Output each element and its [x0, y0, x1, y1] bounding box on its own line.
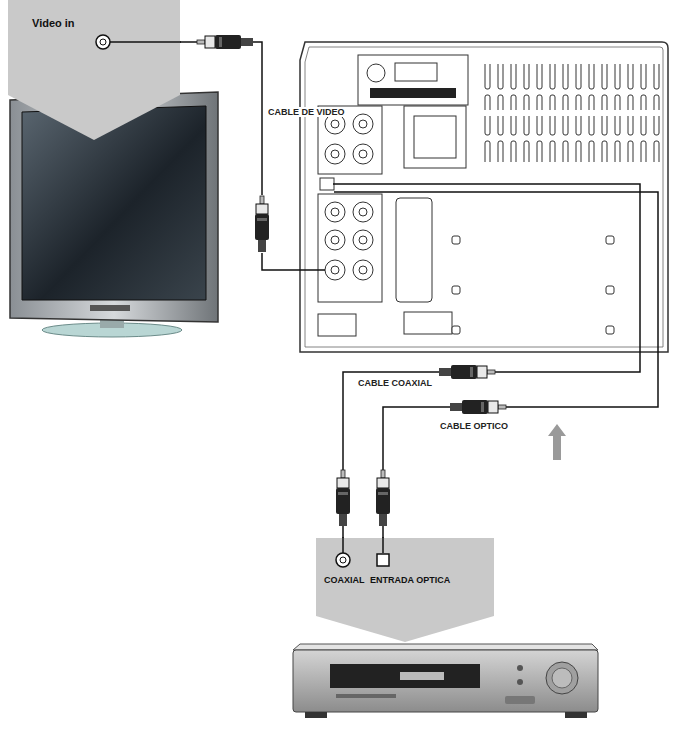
power-box	[358, 55, 468, 105]
optical-plug	[376, 470, 390, 526]
port-label: Video in	[32, 17, 75, 29]
switch-box	[404, 312, 452, 334]
cable-label: CABLE COAXIAL	[356, 378, 434, 388]
callout-box: COAXIAL ENTRADA OPTICA	[316, 538, 494, 642]
receiver-display	[330, 664, 480, 688]
coaxial-cable	[333, 184, 640, 538]
callout-outline	[316, 538, 494, 642]
rca-jacks	[325, 202, 373, 280]
receiver-foot	[565, 712, 587, 718]
receiver-top	[293, 644, 598, 650]
video-cable	[180, 42, 325, 270]
button	[505, 696, 535, 704]
coaxial-plug	[336, 470, 350, 526]
screw-holes	[452, 236, 614, 334]
switch	[395, 63, 437, 81]
callout-shape	[316, 538, 494, 642]
callout-outline	[8, 0, 180, 140]
button	[517, 679, 523, 685]
vent-slots	[482, 116, 664, 162]
panel-inner	[305, 47, 663, 347]
volume-knob	[546, 662, 578, 694]
fuse	[367, 64, 385, 82]
direction-arrow	[548, 424, 566, 460]
tv-screen	[22, 106, 206, 300]
port-label: ENTRADA OPTICA	[370, 576, 450, 586]
receiver	[293, 644, 598, 718]
module-inner	[414, 116, 456, 158]
scart-port	[396, 198, 432, 302]
optical-cable	[334, 192, 658, 538]
cable-label: CABLE DE VIDEO	[266, 107, 347, 117]
volume-knob	[552, 668, 572, 688]
switch-box	[318, 314, 356, 336]
back-panel	[300, 42, 668, 352]
rca-plug	[197, 35, 253, 49]
jack-block	[318, 194, 382, 302]
optical-plug	[450, 400, 506, 414]
rca-jacks	[325, 114, 373, 164]
receiver-trim	[336, 694, 396, 698]
receiver-body	[293, 650, 598, 712]
receiver-foot	[305, 712, 327, 718]
panel-outline	[300, 42, 668, 352]
vent-slots	[482, 64, 664, 110]
optical-port	[320, 178, 334, 190]
module-box	[404, 106, 466, 168]
rca-plug	[255, 196, 269, 252]
button	[517, 665, 523, 671]
callout-box: Video in	[8, 0, 180, 140]
display-segments	[400, 672, 444, 680]
power-strip	[370, 88, 456, 98]
port-label: COAXIAL	[324, 576, 365, 586]
cable-label: CABLE OPTICO	[438, 421, 510, 431]
coaxial-plug	[439, 365, 495, 379]
tv-logo	[90, 305, 130, 311]
